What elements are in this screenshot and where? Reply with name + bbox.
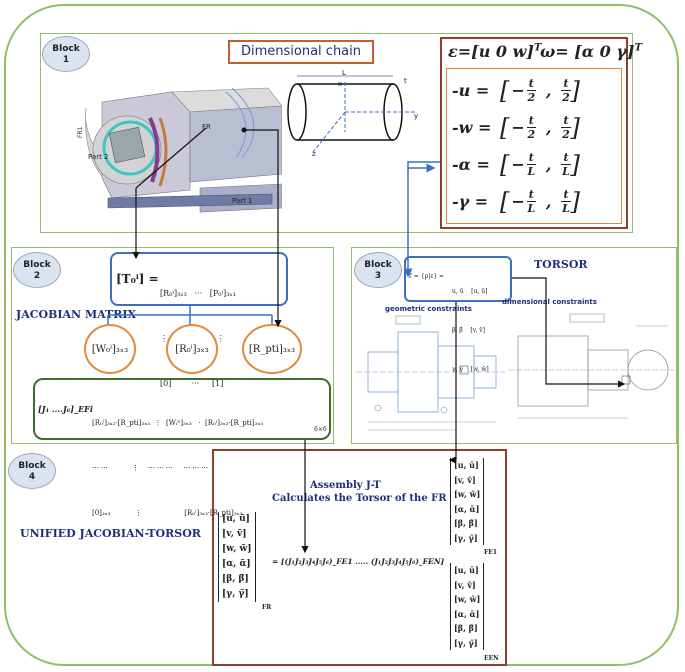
technical-drawing-right — [508, 313, 674, 419]
rpti-circle: [R_pti]₃ₓ₃ — [242, 324, 302, 374]
part2-label: Part 2 — [88, 153, 109, 161]
axis-t-label: t — [404, 77, 407, 85]
jacobian-size: 6×6 — [314, 426, 327, 433]
omega-vector: ω= [α 0 γ]T — [540, 42, 642, 61]
torsor-rows: u, ū [u, ū] β, β̄ [v, v̄] γ, γ̄ [w, w̄] — [452, 259, 489, 389]
vec-row: [u, ū] — [222, 514, 250, 524]
arrow-interval-torsor — [403, 161, 440, 278]
t0i-label: [T₀ⁱ] = — [116, 272, 159, 286]
assembly-line1: Assembly J-T — [310, 480, 381, 491]
assembly-line2: Calculates the Torsor of the FR — [272, 493, 447, 504]
arrow-torsor-drawing — [512, 277, 626, 388]
vec-row: [α, ᾱ] — [454, 503, 480, 514]
matrix-row: [R₀ⁱ]₃ₓ₃ ··· [P₀ⁱ]₃ₓ₁ — [160, 289, 237, 298]
fr-label: FR — [202, 123, 211, 131]
axis-l-label: L — [342, 69, 346, 77]
r0i-circle: [R₀ⁱ]₃ₓ₃ — [166, 324, 218, 374]
vec-row: [u, ū] — [454, 460, 479, 470]
vec-row: [γ, γ̄] — [222, 589, 249, 599]
jacobian-lhs: [J₁ ....J₆]_EFi — [38, 404, 93, 414]
unified-jacobian-torsor-title: UNIFIED JACOBIAN-TORSOR — [20, 527, 201, 540]
jacobian-row: [R₀ⁱ]₃ₓ₃·[R_pti]₃ₓ₃ ⋮ [Wᵢⁿ]₃ₓ₃ · [R₀ⁱ]₃ₓ… — [92, 419, 264, 427]
vec-row: [v, v̄] — [454, 579, 476, 590]
vec-row: [γ, γ̄] — [454, 637, 478, 648]
block2-badge: Block 2 — [13, 252, 61, 288]
block1-badge: Block 1 — [42, 36, 90, 72]
vec-row: [u, ū] — [454, 565, 479, 575]
torsor-lhs: T = {ρ|ε} = — [408, 273, 445, 280]
part1-label: Part 1 — [232, 197, 253, 205]
block3-panel — [351, 247, 677, 444]
jacobian-result-box — [33, 378, 331, 440]
dimensional-chain-title: Dimensional chain — [228, 40, 374, 64]
block2-panel — [11, 247, 334, 444]
geometric-constraints-label: geometric constraints — [385, 305, 472, 313]
svg-text:FR1: FR1 — [77, 126, 84, 138]
vec-row: [γ, γ̄] — [454, 532, 478, 543]
jacobian-matrix-title: JACOBIAN MATRIX — [16, 308, 137, 321]
matrix-row: [0] ··· [1] — [160, 379, 224, 388]
vec-row: [v, v̄] — [454, 474, 476, 485]
interval-rows-box — [446, 68, 622, 224]
vec-row: [β, β̄] — [222, 574, 249, 584]
vec-row: [α, ᾱ] — [222, 559, 251, 569]
torsor-box — [404, 256, 512, 302]
axis-x-label: x — [338, 80, 343, 88]
part-assembly-drawing: FR1 — [77, 87, 282, 213]
vec-row: [β, β̄] — [454, 623, 478, 633]
dimensional-constraints-label: dimensional constraints — [502, 298, 597, 306]
cylinder-axes-diagram — [287, 75, 415, 153]
arrow-lens-rpti — [244, 129, 282, 328]
jacobian-row: ··· ··· ⋮ ··· ··· ··· ··· ··· ··· — [92, 464, 209, 472]
fen-vector: [u, ū] [v, v̄] [w, w̄] [α, ᾱ] [β, β̄] [γ… — [450, 563, 485, 650]
axis-z-label: z — [312, 150, 316, 158]
block1-panel — [40, 33, 633, 233]
torsor-row: u, ū [u, ū] — [452, 288, 488, 295]
epsilon-vector: ε=[u 0 w]T — [448, 42, 542, 61]
torsor-title: TORSOR — [534, 258, 588, 271]
fe1-vector: [u, ū] [v, v̄] [w, w̄] [α, ᾱ] [β, β̄] [γ… — [450, 458, 485, 545]
torsor-row: γ, γ̄ [w, w̄] — [452, 366, 489, 373]
vec-row: [α, ᾱ] — [454, 608, 480, 619]
assembly-equation: = [(J₁J₂J₃J₄J₅J₆)_FE1 ..... (J₁J₂J₃J₄J₅J… — [272, 557, 445, 566]
arrow-fr-line — [135, 127, 207, 189]
vec-row: [v, v̄] — [222, 529, 247, 539]
fe1-subscript: FE1 — [484, 549, 498, 556]
fen-subscript: EEN — [484, 655, 499, 662]
block4-badge: Block 4 — [8, 453, 56, 489]
block3-badge: Block 3 — [354, 252, 402, 288]
vec-row: [w, w̄] — [454, 594, 481, 604]
w0i-circle: [W₀ⁱ]₃ₓ₃ — [84, 324, 136, 374]
arrow-torsor-assembly — [448, 302, 457, 464]
fr-vector: [u, ū] [v, v̄] [w, w̄] [α, ᾱ] [β, β̄] [γ… — [218, 512, 256, 602]
axis-y-label: y — [414, 112, 419, 120]
assembly-box — [212, 449, 507, 666]
fr-subscript: FR — [262, 604, 272, 611]
interval-box — [440, 37, 628, 229]
vec-row: [β, β̄] — [454, 518, 478, 528]
vec-row: [w, w̄] — [454, 489, 481, 499]
torsor-row: β, β̄ [v, v̄] — [452, 327, 485, 334]
vec-row: [w, w̄] — [222, 544, 252, 554]
t0i-matrix-box — [110, 252, 288, 306]
